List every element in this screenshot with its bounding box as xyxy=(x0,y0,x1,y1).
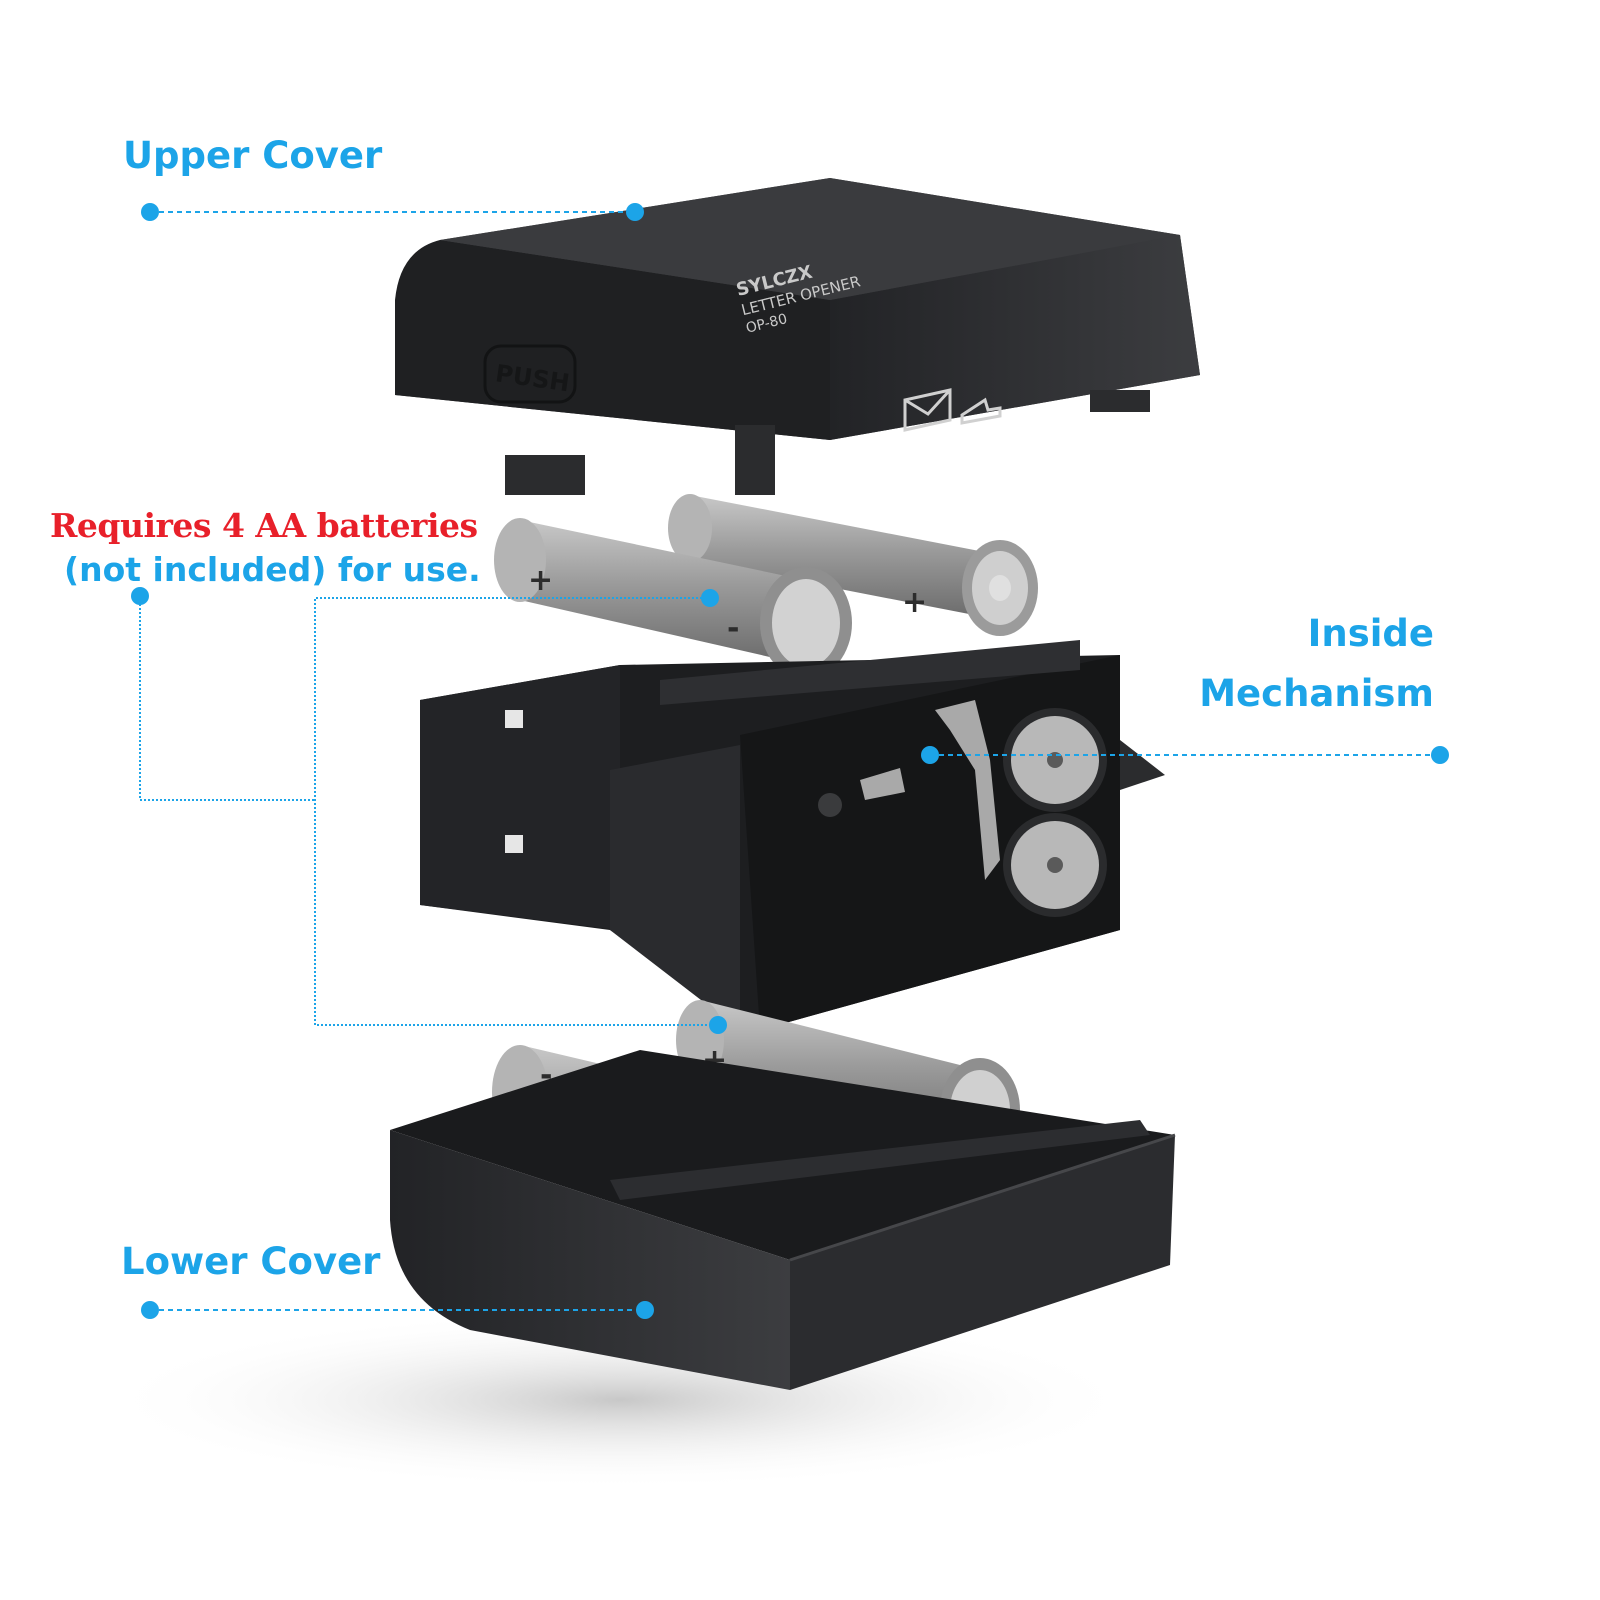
battery-top-front: + - xyxy=(494,518,852,679)
push-button-outline xyxy=(483,344,577,404)
inside-mechanism-label-line1: Inside xyxy=(1307,612,1434,655)
upper-cover: PUSH SYLCZX LETTER OPENER OP-80 xyxy=(395,178,1200,495)
battery-top-back: + xyxy=(668,494,1038,636)
inside-mechanism-label: Inside Mechanism xyxy=(1199,604,1434,724)
upper-cover-label: Upper Cover xyxy=(123,134,383,177)
blade-icon xyxy=(960,397,1002,425)
leader-lower-cover xyxy=(141,1301,654,1319)
battery-note-label: (not included) for use. xyxy=(64,550,481,589)
guide-plate xyxy=(935,700,1000,880)
lower-cover-label: Lower Cover xyxy=(121,1240,381,1283)
inside-mechanism-label-line2: Mechanism xyxy=(1199,672,1434,715)
leader-inside-mechanism xyxy=(921,746,1449,764)
battery-minus-mark: - xyxy=(727,611,739,646)
leader-upper-cover xyxy=(141,203,644,221)
leader-batteries xyxy=(131,587,727,1034)
battery-plus-mark: + xyxy=(902,585,927,620)
lower-cover xyxy=(390,1050,1176,1390)
battery-requirement-label: Requires 4 AA batteries xyxy=(50,506,478,545)
envelope-icon xyxy=(903,388,952,432)
switch-contact xyxy=(860,768,905,800)
inside-mechanism xyxy=(420,640,1165,1030)
battery-plus-mark: + xyxy=(528,563,553,598)
